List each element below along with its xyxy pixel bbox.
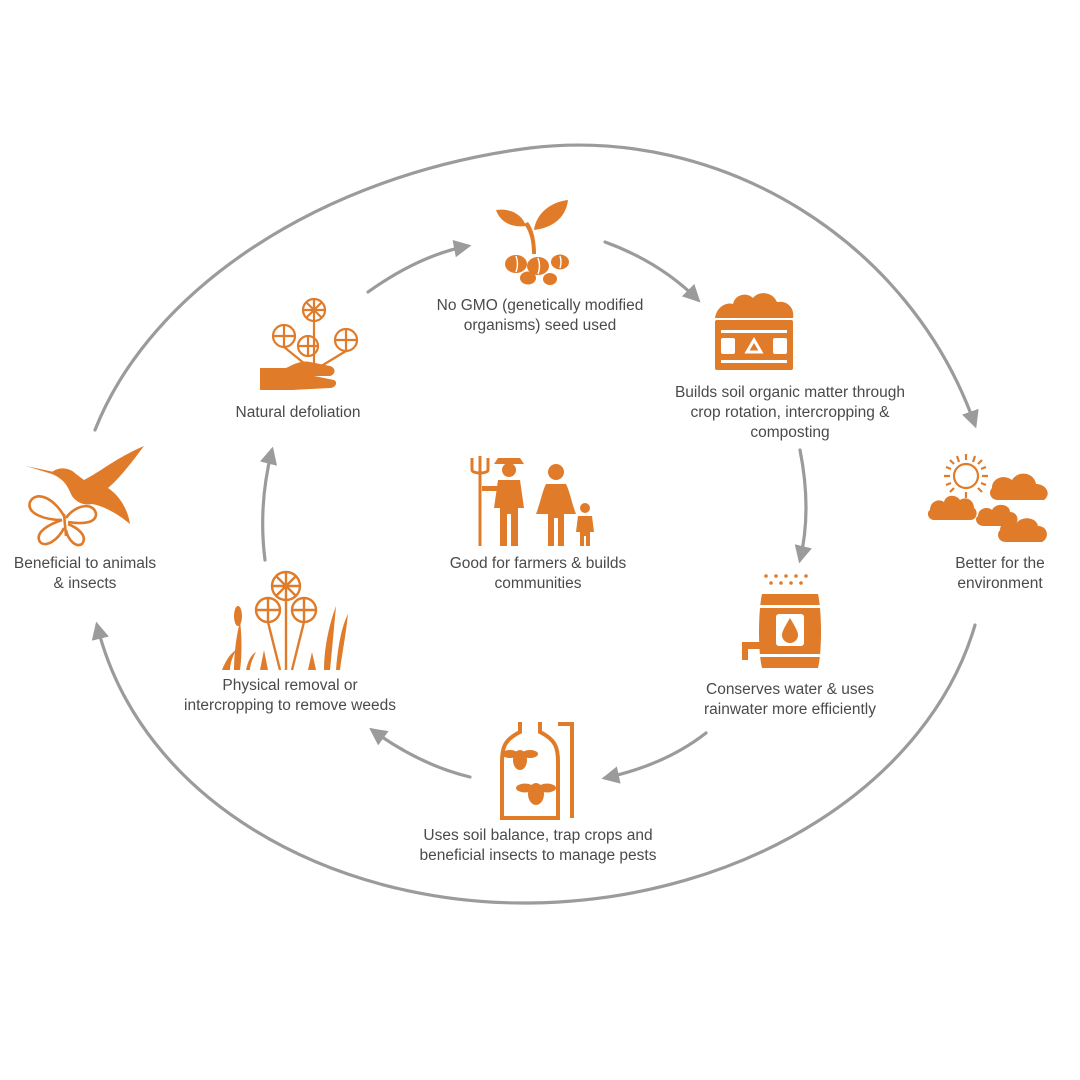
water-barrel-icon — [740, 572, 828, 672]
arrow-water-to-pests — [601, 731, 708, 784]
cotton-plants-icon — [220, 566, 352, 674]
arrow-seed-to-soil — [603, 240, 701, 303]
arrow-soil-to-water — [794, 448, 812, 564]
farmer-family-icon — [468, 452, 600, 548]
arrow-pests-to-weeds — [369, 727, 472, 779]
compost-bin-icon — [711, 288, 797, 374]
sun-and-clouds-icon — [926, 452, 1054, 548]
arrow-defoliation-to-seed — [366, 239, 472, 294]
label-beneficial-animals: Beneficial to animals& insects — [13, 555, 157, 592]
hand-holding-cotton-icon — [258, 296, 362, 400]
insect-trap-icon — [498, 718, 578, 822]
label-natural-defoliation: Natural defoliation — [235, 404, 361, 421]
hummingbird-butterfly-icon — [24, 444, 150, 548]
outer-arrow-bottom — [91, 621, 977, 905]
arrow-weeds-to-defoliation — [260, 446, 278, 562]
sprouting-seeds-icon — [488, 196, 580, 288]
outer-arrow-top — [93, 143, 979, 432]
